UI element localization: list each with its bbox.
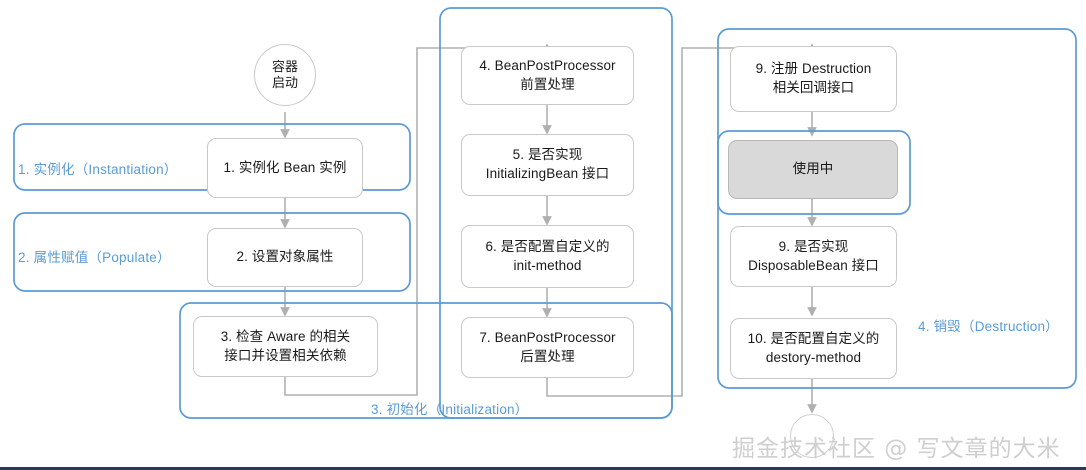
end-node-circle <box>790 414 834 458</box>
phase-label-destruction: 4. 销毁（Destruction） <box>918 319 1059 334</box>
start-node-container-startup: 容器 启动 <box>254 44 316 106</box>
node-aware-interfaces-label: 3. 检查 Aware 的相关 接口并设置相关依赖 <box>220 328 351 363</box>
node-disposablebean[interactable]: 9. 是否实现 DisposableBean 接口 <box>730 226 897 287</box>
node-set-properties-label: 2. 设置对象属性 <box>236 249 334 265</box>
node-register-destruction[interactable]: 9. 注册 Destruction 相关回调接口 <box>730 46 897 112</box>
node-destroy-method-label: 10. 是否配置自定义的 destory-method <box>747 330 880 365</box>
phase-frame-in-use <box>717 130 911 215</box>
phase-label-initialization: 3. 初始化（Initialization） <box>371 402 529 417</box>
node-in-use[interactable]: 使用中 <box>728 140 898 199</box>
phase-frame-initialization-column <box>439 7 673 419</box>
node-bpp-before-label: 4. BeanPostProcessor 前置处理 <box>479 57 616 92</box>
phase-label-instantiation: 1. 实例化（Instantiation） <box>18 162 178 177</box>
node-init-method[interactable]: 6. 是否配置自定义的 init-method <box>461 225 634 288</box>
bottom-divider <box>0 467 1086 470</box>
node-instantiate-bean[interactable]: 1. 实例化 Bean 实例 <box>207 138 363 198</box>
node-init-method-label: 6. 是否配置自定义的 init-method <box>485 238 610 273</box>
node-initializingbean[interactable]: 5. 是否实现 InitializingBean 接口 <box>461 134 634 196</box>
node-in-use-label: 使用中 <box>792 161 834 177</box>
node-register-destruction-label: 9. 注册 Destruction 相关回调接口 <box>755 61 872 95</box>
node-aware-interfaces[interactable]: 3. 检查 Aware 的相关 接口并设置相关依赖 <box>193 316 378 377</box>
phase-label-populate: 2. 属性赋值（Populate） <box>18 250 171 265</box>
node-instantiate-bean-label: 1. 实例化 Bean 实例 <box>223 159 347 175</box>
node-bpp-before[interactable]: 4. BeanPostProcessor 前置处理 <box>461 46 634 105</box>
phase-frame-populate <box>13 212 411 292</box>
node-destroy-method[interactable]: 10. 是否配置自定义的 destory-method <box>730 318 897 379</box>
node-bpp-after[interactable]: 7. BeanPostProcessor 后置处理 <box>461 317 634 378</box>
node-set-properties[interactable]: 2. 设置对象属性 <box>207 228 363 287</box>
node-disposablebean-label: 9. 是否实现 DisposableBean 接口 <box>748 238 879 273</box>
watermark-text: 掘金技术社区 @ 写文章的大米 <box>732 436 1061 462</box>
node-bpp-after-label: 7. BeanPostProcessor 后置处理 <box>479 329 616 364</box>
node-initializingbean-label: 5. 是否实现 InitializingBean 接口 <box>485 147 610 181</box>
phase-frame-destruction <box>717 28 1077 389</box>
